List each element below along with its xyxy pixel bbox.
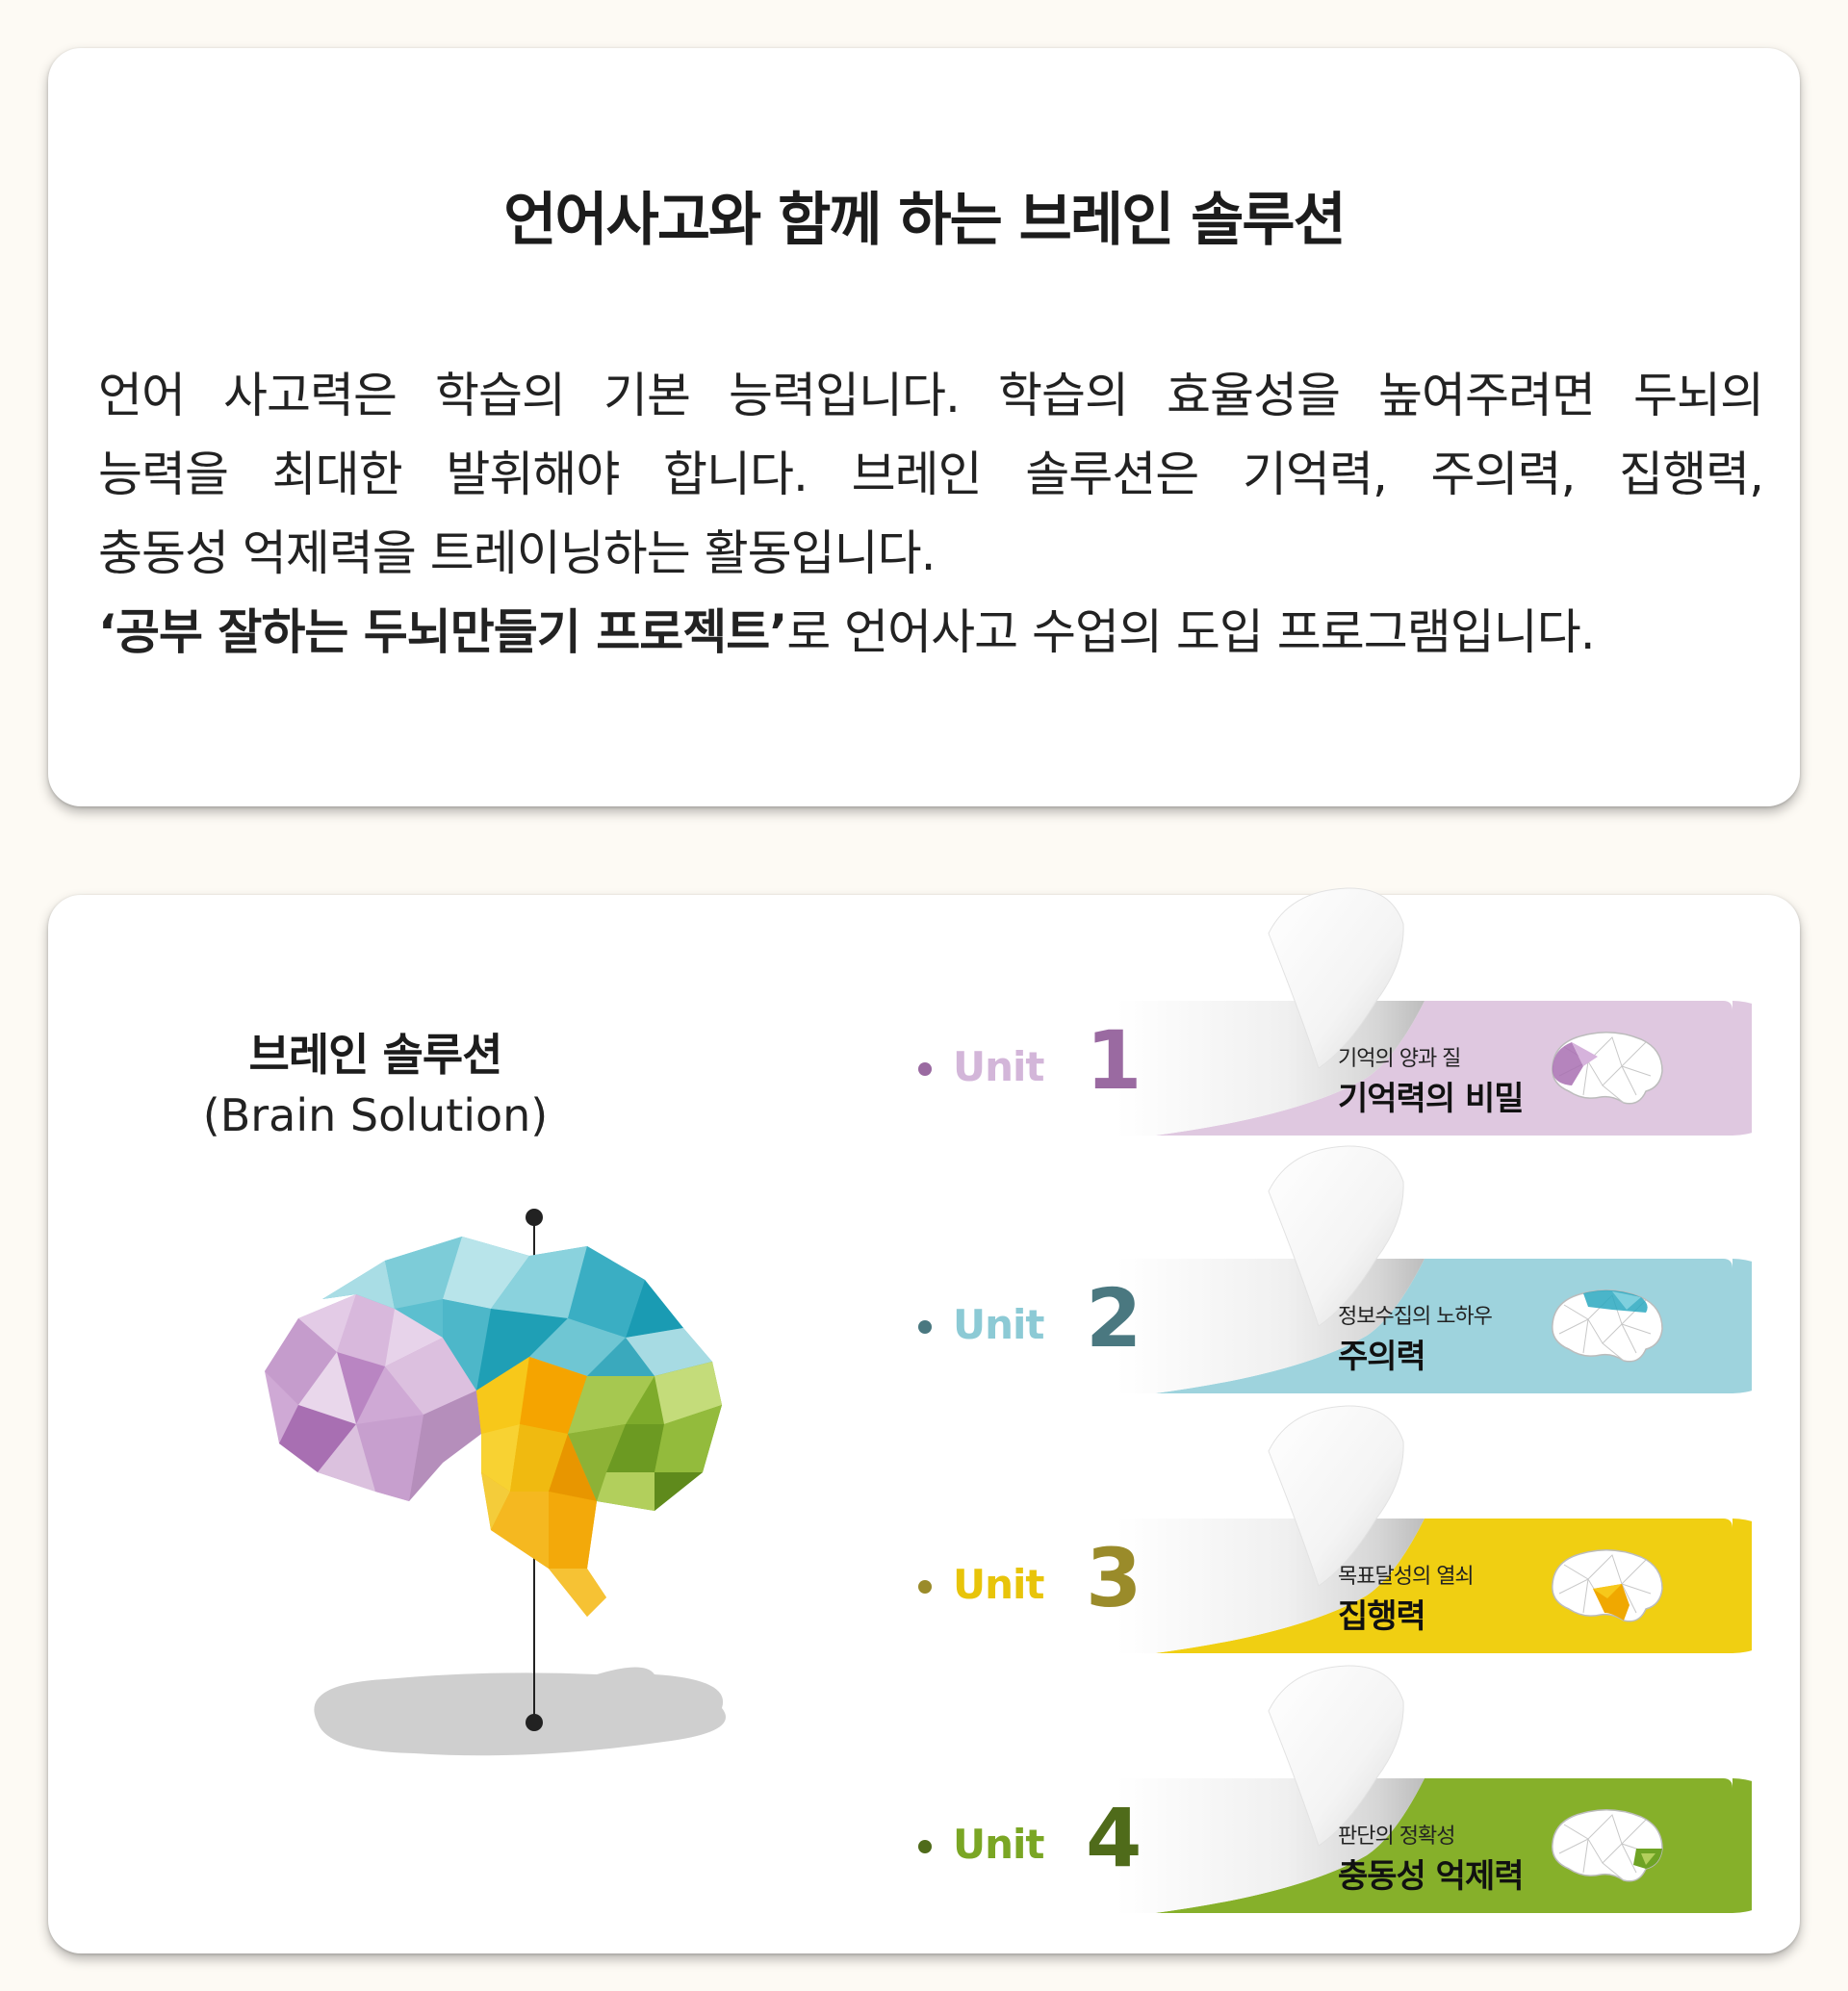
brain-title-en: (Brain Solution) [202,1089,549,1141]
stand-top-dot [526,1209,543,1226]
unit-label: Unit [953,1561,1044,1608]
unit-row-2[interactable]: Unit 2 정보수집의 노하우 주의력 [48,1145,1800,1393]
intro-card: 언어사고와 함께 하는 브레인 솔루션 언어 사고력은 학습의 기본 능력입니다… [48,48,1800,806]
brain-green-lobe [568,1362,722,1511]
unit-row-1[interactable]: Unit 1 기억의 양과 질 기억력의 비밀 [48,887,1800,1136]
unit-bullet [918,1320,932,1334]
unit-bullet [918,1062,932,1076]
stand-bottom-dot [526,1714,543,1731]
brain-solution-card: 브레인 솔루션 (Brain Solution) [48,887,1800,1953]
unit-label: Unit [953,1043,1044,1090]
mini-brain-icon [1552,1549,1663,1622]
brain-blue-lobe [322,1237,712,1391]
brain-shadow [314,1667,726,1756]
unit-number: 4 [1086,1791,1142,1885]
mini-brain-icon [1552,1032,1663,1105]
unit-bullet [918,1580,932,1594]
brain-title-ko: 브레인 솔루션 [248,1029,503,1081]
unit-subtitle: 기억의 양과 질 [1338,1047,1461,1071]
unit-title: 집행력 [1338,1597,1426,1636]
unit-subtitle: 판단의 정확성 [1338,1825,1455,1849]
mini-brain-icon [1552,1289,1663,1363]
unit-label: Unit [953,1301,1044,1348]
unit-subtitle: 정보수집의 노하우 [1338,1305,1493,1329]
intro-line-2: 능력을 최대한 발휘해야 합니다. 브레인 솔루션은 기억력, 주의력, 집행력… [98,447,1764,502]
intro-line-3: 충동성 억제력을 트레이닝하는 활동입니다. [98,525,937,581]
unit-label: Unit [953,1821,1044,1868]
unit-title: 기억력의 비밀 [1338,1080,1525,1118]
mini-brain-icon [1552,1809,1663,1882]
unit-title: 주의력 [1338,1338,1426,1376]
intro-line-4: ‘공부 잘하는 두뇌만들기 프로젝트’로 언어사고 수업의 도입 프로그램입니다… [98,593,1763,672]
unit-title: 충동성 억제력 [1338,1857,1525,1896]
unit-row-3[interactable]: Unit 3 목표달성의 열쇠 집행력 [48,1405,1800,1653]
brain-yellow-lobe [476,1357,606,1617]
unit-subtitle: 목표달성의 열쇠 [1338,1565,1475,1589]
unit-bullet [918,1840,932,1853]
unit-number: 2 [1086,1271,1142,1366]
intro-body: 언어 사고력은 학습의 기본 능력입니다. 학습의 효율성을 높여주려면 두뇌의… [98,356,1764,672]
intro-line-4-rest: 로 언어사고 수업의 도입 프로그램입니다. [786,604,1595,660]
intro-title: 언어사고와 함께 하는 브레인 솔루션 [503,187,1347,254]
unit-number: 1 [1086,1013,1142,1108]
polygon-brain-illustration [265,1209,726,1756]
intro-line-1: 언어 사고력은 학습의 기본 능력입니다. 학습의 효율성을 높여주려면 두뇌의 [98,368,1764,423]
unit-number: 3 [1086,1531,1142,1625]
brain-purple-lobe [265,1294,481,1501]
brain-solution-title: 브레인 솔루션 (Brain Solution) [192,1020,558,1141]
project-name: ‘공부 잘하는 두뇌만들기 프로젝트’ [98,604,787,660]
unit-row-4[interactable]: Unit 4 판단의 정확성 충동성 억제력 [48,1665,1800,1913]
